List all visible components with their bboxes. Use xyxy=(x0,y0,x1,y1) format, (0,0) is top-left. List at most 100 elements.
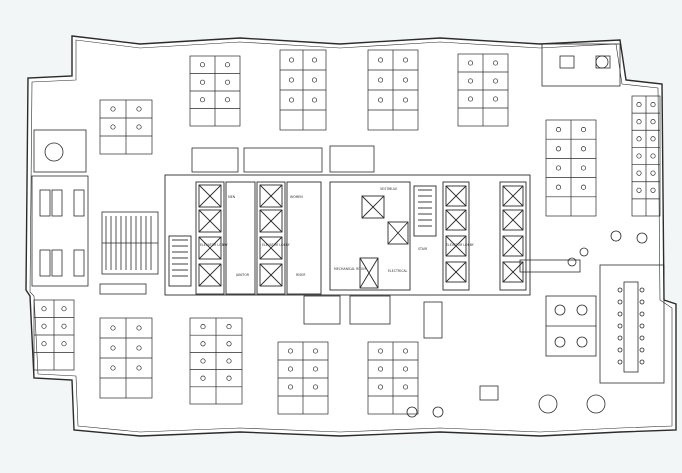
task-chair xyxy=(580,165,587,171)
task-chair xyxy=(41,306,47,312)
exterior-wall-inner-line xyxy=(29,39,673,433)
task-chair xyxy=(650,102,656,108)
task-chair xyxy=(226,358,232,364)
building-core xyxy=(164,174,531,296)
task-chair xyxy=(555,127,562,133)
task-chair xyxy=(224,97,231,103)
task-chair xyxy=(312,348,319,354)
task-chair xyxy=(224,79,231,85)
task-chair xyxy=(636,119,642,125)
task-chair xyxy=(288,97,295,103)
task-chair xyxy=(226,341,232,347)
workstation-clusters xyxy=(33,49,661,415)
task-chair xyxy=(136,106,142,112)
task-chair xyxy=(41,341,47,347)
task-chair xyxy=(110,106,116,112)
task-chair xyxy=(402,384,409,390)
label-stair: STAIR xyxy=(418,247,428,251)
task-chair xyxy=(580,146,587,152)
task-chair xyxy=(650,153,656,159)
task-chair xyxy=(636,153,642,159)
task-chair xyxy=(199,97,206,103)
label-riser: RISER xyxy=(296,273,306,277)
east-meeting-rooms xyxy=(545,295,597,357)
task-chair xyxy=(61,306,67,312)
label-mechanical-room: MECHANICAL ROOM xyxy=(334,267,366,271)
task-chair xyxy=(200,358,206,364)
task-chair xyxy=(288,57,295,63)
task-chair xyxy=(402,348,409,354)
task-chair xyxy=(650,170,656,176)
task-chair xyxy=(226,375,232,381)
task-chair xyxy=(650,187,656,193)
task-chair xyxy=(402,366,409,372)
task-chair xyxy=(61,341,67,347)
task-chair xyxy=(200,341,206,347)
task-chair xyxy=(311,77,318,83)
task-chair xyxy=(287,348,294,354)
label-elevator-lobby-2: ELEVATOR LOBBY xyxy=(262,243,290,247)
task-chair xyxy=(650,136,656,142)
task-chair xyxy=(61,323,67,329)
task-chair xyxy=(467,60,474,66)
pantry xyxy=(191,145,443,339)
task-chair xyxy=(402,97,409,103)
label-elevator-lobby-3: ELEVATOR LOBBY xyxy=(446,243,474,247)
round-tables xyxy=(406,230,648,418)
task-chair xyxy=(136,365,142,371)
task-chair xyxy=(555,146,562,152)
task-chair xyxy=(377,77,384,83)
task-chair xyxy=(200,375,206,381)
task-chair xyxy=(199,62,206,68)
task-chair xyxy=(377,366,384,372)
task-chair xyxy=(226,324,232,330)
task-chair xyxy=(377,348,384,354)
task-chair xyxy=(136,345,142,351)
lounge-furniture xyxy=(99,259,581,401)
label-vestibule: VESTIBULE xyxy=(380,187,397,191)
task-chair xyxy=(110,345,116,351)
task-chair xyxy=(199,79,206,85)
task-chair xyxy=(636,170,642,176)
task-chair xyxy=(402,57,409,63)
task-chair xyxy=(467,96,474,102)
label-restroom-men: MEN xyxy=(228,195,236,199)
task-chair xyxy=(311,57,318,63)
task-chair xyxy=(636,102,642,108)
label-janitor: JANITOR xyxy=(235,273,250,277)
boardroom xyxy=(599,264,665,384)
main-stair xyxy=(101,211,159,275)
room-labels: ELEVATOR LOBBY ELEVATOR LOBBY MECHANICAL… xyxy=(200,187,474,277)
northeast-conference xyxy=(541,43,621,87)
task-chair xyxy=(580,184,587,190)
task-chair xyxy=(110,124,116,130)
task-chair xyxy=(650,119,656,125)
label-restroom-women: WOMEN xyxy=(290,195,303,199)
task-chair xyxy=(636,136,642,142)
task-chair xyxy=(377,384,384,390)
task-chair xyxy=(136,124,142,130)
task-chair xyxy=(580,127,587,133)
west-rooms xyxy=(31,129,89,287)
task-chair xyxy=(312,366,319,372)
task-chair xyxy=(377,97,384,103)
task-chair xyxy=(555,184,562,190)
task-chair xyxy=(224,62,231,68)
task-chair xyxy=(41,323,47,329)
task-chair xyxy=(110,365,116,371)
task-chair xyxy=(110,325,116,331)
task-chair xyxy=(312,384,319,390)
task-chair xyxy=(402,77,409,83)
task-chair xyxy=(492,78,499,84)
task-chair xyxy=(467,78,474,84)
task-chair xyxy=(200,324,206,330)
task-chair xyxy=(287,384,294,390)
task-chair xyxy=(555,165,562,171)
task-chair xyxy=(377,57,384,63)
task-chair xyxy=(311,97,318,103)
task-chair xyxy=(492,96,499,102)
task-chair xyxy=(287,366,294,372)
task-chair xyxy=(288,77,295,83)
task-chair xyxy=(636,187,642,193)
